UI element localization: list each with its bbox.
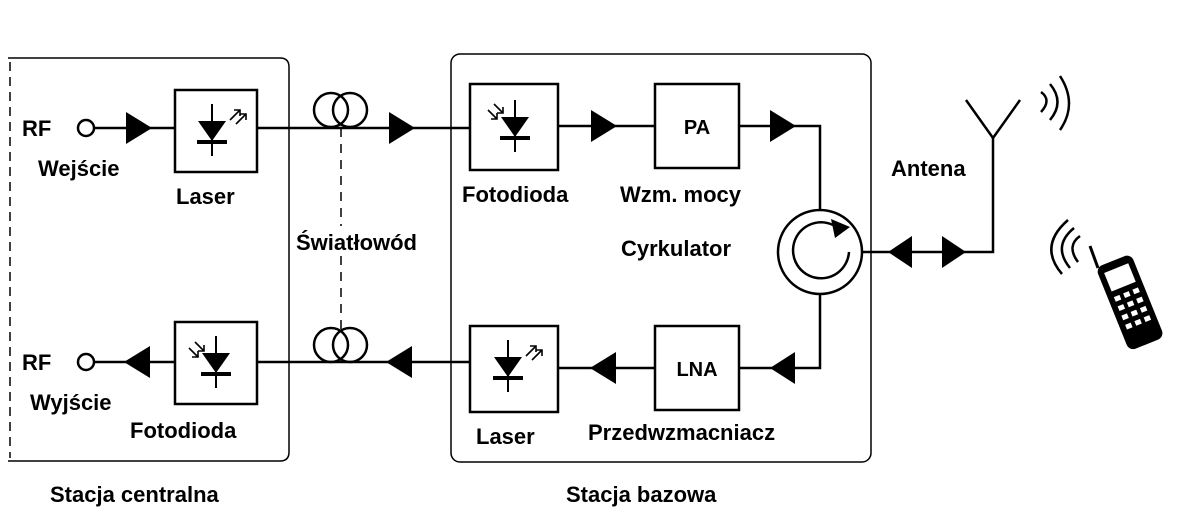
- arrow-to-rf-output: [124, 346, 150, 378]
- circulator-arrow: [791, 221, 851, 280]
- arrow-pa-to-circulator: [770, 110, 796, 142]
- photodiode-light-icon-base: [487, 103, 504, 120]
- base-station-frame: [450, 53, 872, 463]
- arrow-lna-to-laser: [590, 352, 616, 384]
- arrow-fiber-bottom: [386, 346, 412, 378]
- central-station-title: Stacja centralna: [50, 482, 220, 507]
- rf-output-label: RF: [22, 350, 51, 375]
- photodiode-box-central: [173, 320, 259, 406]
- rf-output-port: [76, 352, 96, 372]
- base-station-title: Stacja bazowa: [566, 482, 717, 507]
- rf-input-label: RF: [22, 116, 51, 141]
- arrow-fiber-top: [389, 112, 415, 144]
- lna-box-label: LNA: [676, 359, 717, 381]
- laser-base-label: Laser: [476, 424, 535, 449]
- rf-input-port: [76, 118, 96, 138]
- photodiode-base-label: Fotodioda: [462, 182, 569, 207]
- photodiode-central-label: Fotodioda: [130, 418, 237, 443]
- lna-box: [653, 324, 741, 412]
- arrow-to-antenna: [942, 236, 966, 268]
- pa-caption: Wzm. mocy: [620, 182, 742, 207]
- laser-box-base: [468, 324, 560, 414]
- arrow-rf-to-laser: [126, 112, 152, 144]
- central-station-frame: [8, 57, 290, 462]
- circulator-label: Cyrkulator: [621, 236, 731, 261]
- laser-central-label: Laser: [176, 184, 235, 209]
- fiber-coil-top: [312, 91, 369, 129]
- radio-waves-icon: [1040, 75, 1071, 131]
- laser-emission-icon-base: [525, 345, 543, 361]
- photodiode-light-icon-central: [188, 341, 205, 358]
- rf-input-caption: Wejście: [38, 156, 120, 181]
- antenna-label: Antena: [891, 156, 966, 181]
- arrow-circulator-left: [888, 236, 912, 268]
- arrow-circulator-to-lna: [770, 352, 795, 384]
- rf-output-caption: Wyjście: [30, 390, 112, 415]
- antenna-icon: [964, 99, 1022, 160]
- fiber-label: Światłowód: [296, 230, 417, 255]
- mobile-phone-icon: [1050, 219, 1163, 350]
- lna-caption: Przedwzmacniacz: [588, 420, 775, 445]
- arrow-to-pa: [591, 110, 617, 142]
- fiber-coil-bottom: [312, 326, 369, 364]
- laser-emission-icon: [229, 109, 247, 125]
- pa-box-label: PA: [684, 117, 710, 139]
- pa-box: [653, 82, 741, 170]
